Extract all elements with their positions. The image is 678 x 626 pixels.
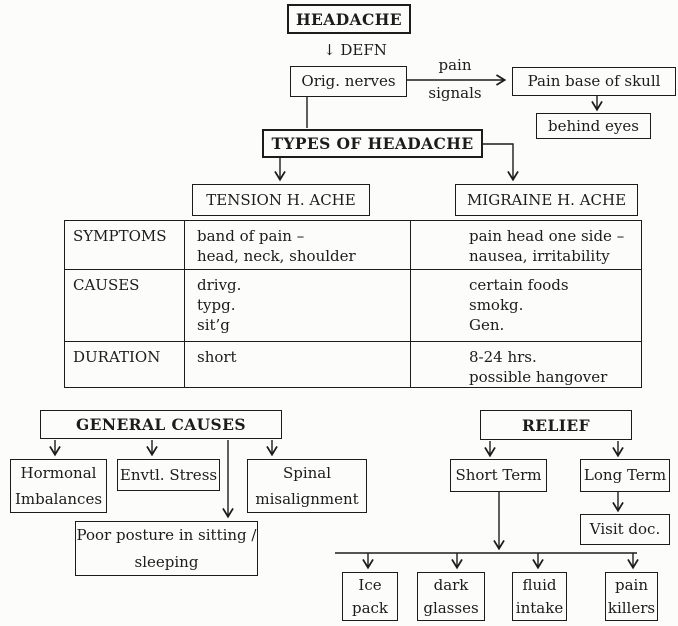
comparison-table: SYMPTOMS band of pain – head, neck, shou… (64, 220, 642, 388)
long-term-box: Long Term (580, 459, 670, 492)
types-of-headache-box: TYPES OF HEADACHE (262, 129, 483, 158)
row-label-causes: CAUSES (65, 269, 184, 341)
duration-tension: short (184, 341, 410, 387)
arrow-types-to-migraine (483, 143, 519, 182)
causes-tension: drivg. typg. sit’g (184, 269, 410, 341)
fluid-intake-box: fluid intake (512, 572, 567, 621)
symptoms-migraine: pain head one side – nausea, irritabilit… (410, 221, 641, 269)
row-label-symptoms: SYMPTOMS (73, 227, 167, 245)
orig-nerves-box: Orig. nerves (290, 66, 407, 97)
row-label-duration: DURATION (65, 341, 184, 387)
relief-box: RELIEF (480, 410, 632, 440)
pain-base-of-skull-box: Pain base of skull (512, 67, 676, 96)
envtl-stress-box: Envtl. Stress (117, 459, 220, 491)
hormonal-imbalances-box: Hormonal Imbalances (10, 459, 107, 513)
symptoms-tension: band of pain – head, neck, shoulder (184, 221, 410, 269)
dark-glasses-box: dark glasses (417, 572, 485, 621)
poor-posture-box: Poor posture in sitting / sleeping (75, 521, 258, 576)
short-term-box: Short Term (450, 459, 547, 492)
defn-label: ↓ DEFN (323, 41, 387, 59)
migraine-headache-box: MIGRAINE H. ACHE (455, 184, 638, 216)
spinal-misalignment-box: Spinal misalignment (247, 459, 367, 513)
behind-eyes-box: behind eyes (536, 113, 651, 139)
pain-killers-box: pain killers (605, 572, 658, 621)
ice-pack-box: Ice pack (342, 572, 398, 621)
general-causes-box: GENERAL CAUSES (40, 410, 282, 439)
pain-signal-label-top: pain (438, 56, 472, 74)
duration-migraine: 8-24 hrs. possible hangover (410, 341, 641, 387)
tension-headache-box: TENSION H. ACHE (192, 184, 370, 216)
visit-doc-box: Visit doc. (580, 514, 670, 545)
causes-migraine: certain foods smokg. Gen. (410, 269, 641, 341)
headache-box: HEADACHE (287, 4, 411, 34)
pain-signal-label-bottom: signals (428, 84, 482, 102)
